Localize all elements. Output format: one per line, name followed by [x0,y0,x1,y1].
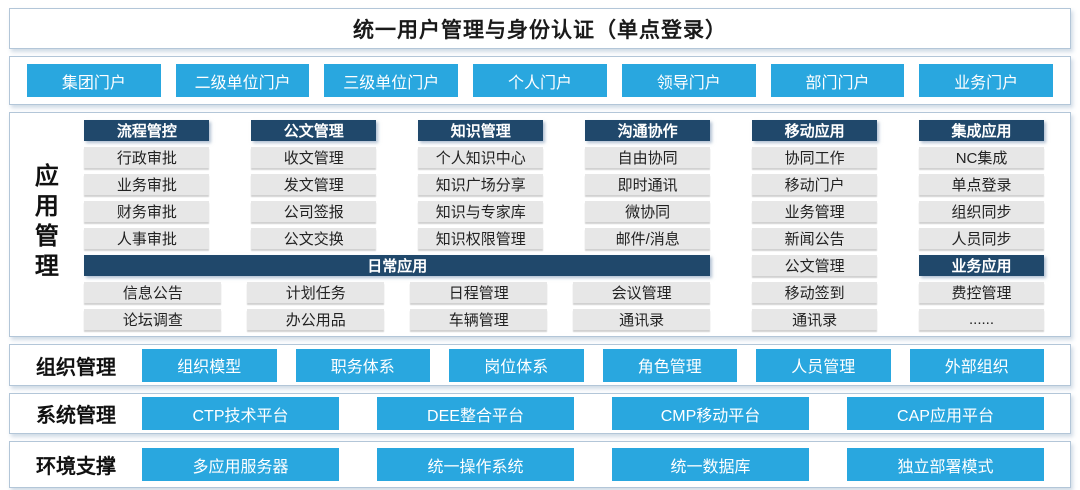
app-item: 知识权限管理 [418,228,544,249]
app-item: 组织同步 [919,201,1044,222]
org-item-button: 组织模型 [142,348,277,382]
sys-item-button: DEE整合平台 [377,397,574,430]
app-column-header-integration: 集成应用 [919,120,1044,141]
app-item: 公文交换 [251,228,377,249]
app-column-header-mobile: 移动应用 [752,120,878,141]
app-item: 新闻公告 [752,228,878,249]
portal-button-group: 集团门户 [27,64,161,97]
app-item: 会议管理 [573,282,711,303]
app-item: 信息公告 [84,282,222,303]
app-item: 业务审批 [84,174,210,195]
portal-button-leader: 领导门户 [621,64,756,97]
app-column-header-knowledge: 知识管理 [418,120,544,141]
app-item: 车辆管理 [410,309,548,330]
app-item: 自由协同 [585,147,711,168]
sys-section-label: 系统管理 [36,405,116,427]
app-item: 知识与专家库 [418,201,544,222]
app-item: 人事审批 [84,228,210,249]
environment-support-section: 环境支撑 多应用服务器 统一操作系统 统一数据库 独立部署模式 [9,441,1071,488]
sys-button-row: CTP技术平台 DEE整合平台 CMP移动平台 CAP应用平台 [142,397,1044,430]
app-item: 公司签报 [251,201,377,222]
org-item-button: 岗位体系 [449,348,584,382]
org-button-row: 组织模型 职务体系 岗位体系 角色管理 人员管理 外部组织 [142,348,1044,382]
page-title: 统一用户管理与身份认证（单点登录） [353,18,727,42]
app-item: 收文管理 [251,147,377,168]
app-item: 行政审批 [84,147,210,168]
portal-button-department: 部门门户 [770,64,905,97]
app-item: 人员同步 [919,228,1044,249]
app-item: 协同工作 [752,147,878,168]
app-management-section: 应用管理 流程管控 公文管理 知识管理 沟通协作 移动应用 集成应用 行政审批 … [9,112,1071,337]
portal-button-tertiary-unit: 三级单位门户 [324,64,459,97]
env-button-row: 多应用服务器 统一操作系统 统一数据库 独立部署模式 [142,448,1044,481]
app-item: 即时通讯 [585,174,711,195]
app-item: 移动签到 [752,282,878,303]
app-item: 论坛调查 [84,309,222,330]
app-item: 知识广场分享 [418,174,544,195]
system-management-section: 系统管理 CTP技术平台 DEE整合平台 CMP移动平台 CAP应用平台 [9,393,1071,434]
app-column-header-process: 流程管控 [84,120,210,141]
sys-item-button: CAP应用平台 [847,397,1044,430]
org-item-button: 人员管理 [756,348,891,382]
app-item: 业务管理 [752,201,878,222]
daily-apps-row: 论坛调查 办公用品 车辆管理 通讯录 [84,309,711,330]
sys-item-button: CTP技术平台 [142,397,339,430]
env-item-button: 多应用服务器 [142,448,339,481]
app-item: 财务审批 [84,201,210,222]
org-item-button: 外部组织 [909,348,1044,382]
app-item: NC集成 [919,147,1044,168]
title-bar: 统一用户管理与身份认证（单点登录） [9,8,1071,49]
app-item: 个人知识中心 [418,147,544,168]
env-item-button: 统一数据库 [612,448,809,481]
app-item: 公文管理 [752,255,878,276]
app-grid: 流程管控 公文管理 知识管理 沟通协作 移动应用 集成应用 行政审批 业务审批 … [84,120,1044,330]
sys-item-button: CMP移动平台 [612,397,809,430]
org-management-section: 组织管理 组织模型 职务体系 岗位体系 角色管理 人员管理 外部组织 [9,344,1071,386]
app-item: 日程管理 [410,282,548,303]
portal-button-personal: 个人门户 [473,64,607,97]
app-item: 发文管理 [251,174,377,195]
app-item: 单点登录 [919,174,1044,195]
org-item-button: 职务体系 [295,348,430,382]
app-item: 邮件/消息 [585,228,711,249]
app-column-header-document: 公文管理 [251,120,377,141]
portal-button-secondary-unit: 二级单位门户 [175,64,310,97]
daily-apps-header: 日常应用 [84,255,711,276]
portal-button-business: 业务门户 [919,64,1054,97]
app-column-header-communication: 沟通协作 [585,120,711,141]
org-item-button: 角色管理 [602,348,737,382]
app-item: 移动门户 [752,174,878,195]
portal-bar: 集团门户 二级单位门户 三级单位门户 个人门户 领导门户 部门门户 业务门户 [9,56,1071,105]
env-item-button: 统一操作系统 [377,448,574,481]
env-section-label: 环境支撑 [36,456,116,478]
app-item: 办公用品 [247,309,385,330]
daily-apps-row: 信息公告 计划任务 日程管理 会议管理 [84,282,711,303]
app-item: 微协同 [585,201,711,222]
app-item: 通讯录 [752,309,878,330]
app-item: 通讯录 [573,309,711,330]
business-apps-header: 业务应用 [919,255,1044,276]
app-section-label: 应用管理 [30,163,58,283]
app-item: 计划任务 [247,282,385,303]
env-item-button: 独立部署模式 [847,448,1044,481]
org-section-label: 组织管理 [36,356,116,379]
app-item: 费控管理 [919,282,1044,303]
app-item: ...... [919,309,1044,330]
